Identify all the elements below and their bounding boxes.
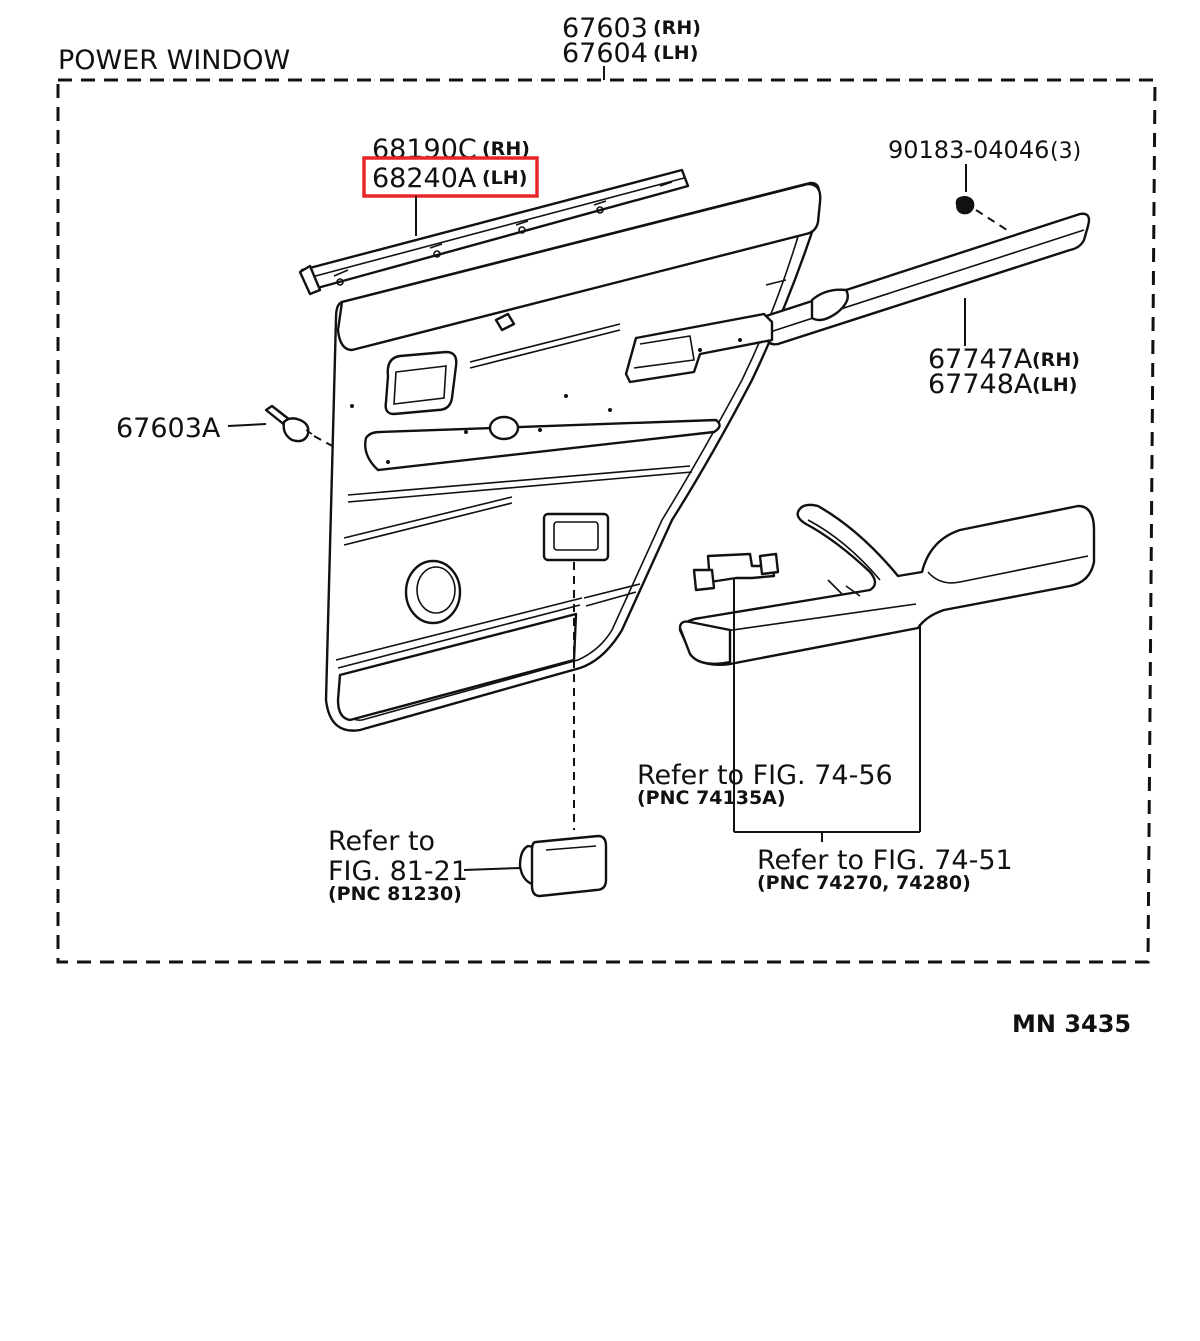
reference-pnc: (PNC 74270, 74280) — [757, 872, 971, 894]
section-title: POWER WINDOW — [58, 45, 290, 76]
callout-weatherstrip: 68190C (RH) 68240A (LH) — [362, 134, 539, 236]
screw-part — [264, 404, 337, 449]
callout-clip: 90183-04046 (3) — [888, 136, 1081, 164]
part-number-90183-04046: 90183-04046 — [888, 136, 1049, 164]
door-trim-panel — [324, 181, 822, 732]
leader-line — [463, 867, 521, 871]
assembly-frame — [56, 78, 1157, 964]
reference-fig-74-56: Refer to FIG. 74-56 (PNC 74135A) — [637, 578, 893, 832]
part-number-67748a: 67748A — [928, 369, 1033, 400]
reference-pnc: (PNC 81230) — [328, 883, 462, 905]
part-number-68240a: 68240A — [372, 163, 477, 194]
reference-text: Refer to FIG. 74-56 — [637, 760, 893, 791]
figure-code: MN 3435 — [1012, 1010, 1131, 1038]
upper-trim-bar — [624, 212, 1091, 384]
reference-pnc: (PNC 74135A) — [637, 787, 786, 809]
reference-text: Refer to FIG. 74-51 — [757, 845, 1013, 876]
reference-text: Refer to — [328, 826, 435, 857]
part-number-67747a: 67747A — [928, 344, 1033, 375]
side-lh: (LH) — [482, 167, 527, 189]
side-rh: (RH) — [653, 17, 701, 39]
side-lh: (LH) — [653, 42, 698, 64]
highlight-box — [362, 156, 539, 198]
side-rh: (RH) — [482, 138, 530, 160]
handle-insert — [518, 562, 608, 898]
reference-text: FIG. 81-21 — [328, 856, 468, 887]
part-number-67603a: 67603A — [116, 413, 221, 444]
side-rh: (RH) — [1032, 349, 1080, 371]
clip-quantity: (3) — [1050, 139, 1081, 164]
callout-upper-trim: 67747A (RH) 67748A (LH) — [928, 298, 1080, 400]
reference-fig-74-51: Refer to FIG. 74-51 (PNC 74270, 74280) — [734, 624, 1013, 894]
reference-fig-81-21: Refer to FIG. 81-21 (PNC 81230) — [328, 826, 521, 905]
clip-part — [955, 164, 1011, 233]
part-number-67604: 67604 — [562, 38, 648, 69]
part-number-68190c: 68190C — [372, 134, 477, 165]
part-number-67603: 67603 — [562, 13, 648, 44]
side-lh: (LH) — [1032, 374, 1077, 396]
leader-line — [227, 423, 267, 427]
callout-door-panel: 67603 (RH) 67604 (LH) — [562, 13, 701, 80]
armrest-assembly — [678, 503, 1096, 666]
callout-screw: 67603A — [116, 413, 267, 444]
window-weatherstrip — [298, 168, 690, 296]
